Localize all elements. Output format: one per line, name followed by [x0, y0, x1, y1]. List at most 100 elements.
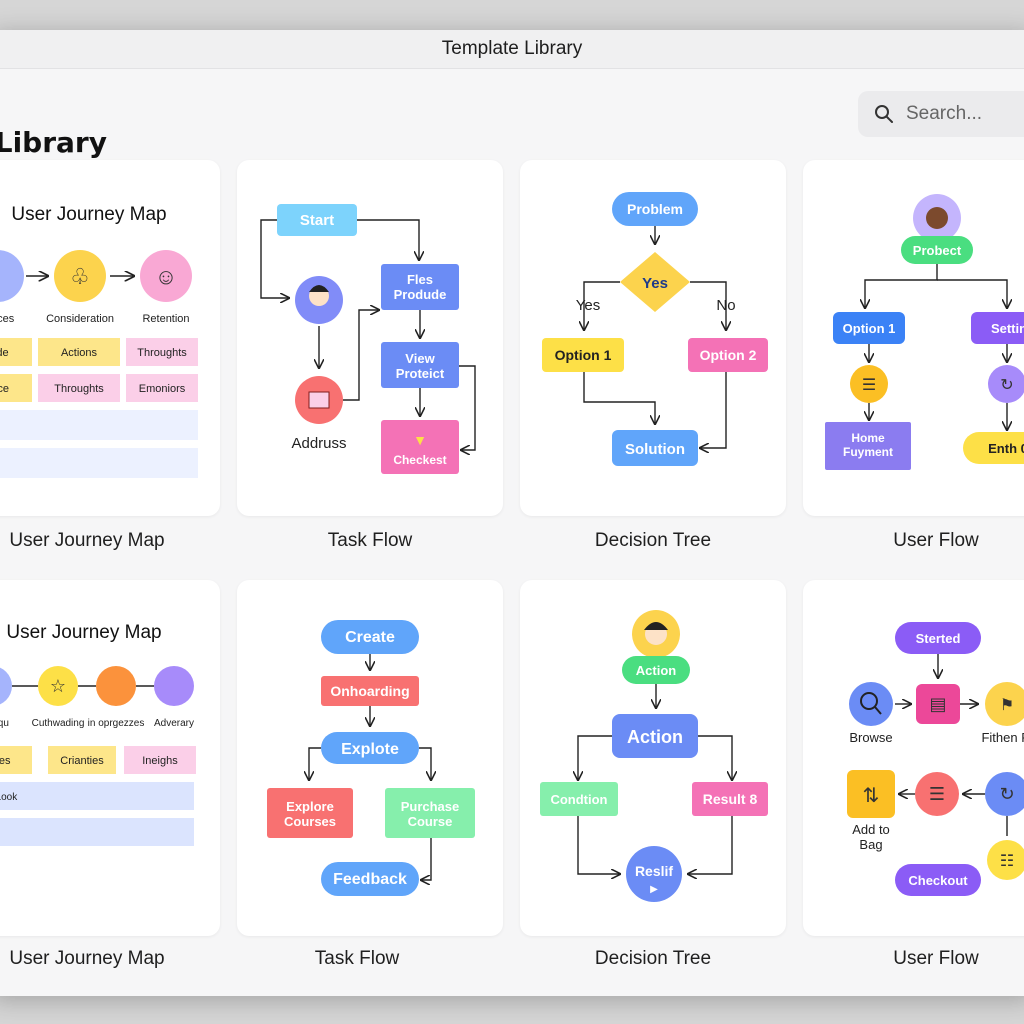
flow-node: Settin: [991, 321, 1024, 336]
card-caption[interactable]: Decision Tree: [594, 948, 712, 969]
flow-node: Checkest: [393, 453, 446, 467]
search-input[interactable]: [904, 102, 1024, 126]
decision-node: Option 1: [555, 347, 612, 363]
card-caption[interactable]: User Journey Map: [9, 530, 165, 551]
card-caption[interactable]: User Flow: [893, 530, 979, 551]
flow-node: Probect: [913, 243, 962, 258]
checklist-icon: [987, 840, 1024, 880]
decision-node: Reslif: [635, 863, 673, 879]
cup-icon: [850, 365, 888, 403]
row-label: Nomer Look: [0, 792, 18, 803]
card-title: User Journey Map: [11, 204, 166, 225]
sort-icon: ⇅: [863, 785, 880, 807]
stage-circle: [38, 666, 78, 706]
flow-node: Checkout: [908, 873, 968, 888]
flow-node: Start: [300, 212, 334, 229]
app-window: Template Library e Library User Journey …: [0, 30, 1024, 996]
flow-node: Feedback: [333, 871, 407, 888]
flow-node: Onhoarding: [330, 683, 409, 699]
tag: Throughts: [54, 383, 104, 395]
tag: epace: [0, 383, 9, 395]
tag: Throughts: [137, 347, 187, 359]
stage-label: Adverary: [154, 718, 194, 729]
card-caption[interactable]: Task Flow: [327, 530, 413, 551]
search-icon: [875, 105, 893, 123]
flow-node: Enth 0: [988, 441, 1024, 456]
card-title: User Journey Map: [6, 622, 161, 643]
stage-label: Consideration: [46, 313, 114, 325]
decision-node: Problem: [627, 201, 683, 217]
decision-node: Action: [636, 663, 677, 678]
stage-label: Retention: [142, 313, 189, 325]
card-caption[interactable]: User Flow: [893, 948, 979, 969]
journey-map-diagram: User Journey Map ☆ Aqu Cuthwading in opr…: [0, 622, 196, 846]
svg-text:☷: ☷: [1000, 853, 1014, 870]
svg-text:↻: ↻: [1000, 377, 1013, 394]
play-icon: ▶: [650, 884, 658, 895]
stage-label: Aqu: [0, 718, 9, 729]
node-label: Browse: [849, 730, 892, 745]
flow-node: Sterted: [916, 631, 961, 646]
page-title: e Library: [0, 126, 107, 159]
tag: Crianties: [60, 755, 104, 767]
star-icon: ☆: [50, 676, 66, 696]
stage-circle: [154, 666, 194, 706]
decision-node: Option 2: [700, 347, 757, 363]
search-icon: [849, 682, 893, 726]
stage-circle: [0, 250, 24, 302]
search-box[interactable]: [858, 91, 1024, 137]
template-card-user-journey-map[interactable]: User Journey Map ♧ ☺ tences Consideratio…: [0, 160, 220, 516]
decision-node: Yes: [642, 275, 668, 292]
template-card-user-flow[interactable]: Sterted ▤ ⚑ Browse Fithen Projecti ⇅ ☰ ↻…: [803, 580, 1024, 936]
mushroom-icon: ♧: [70, 264, 90, 289]
tag: Emoniors: [139, 383, 186, 395]
flow-node: Option 1: [843, 321, 896, 336]
svg-text:↻: ↻: [999, 784, 1014, 804]
stage-label: Cuthwading: [32, 718, 85, 729]
tag: opilde: [0, 347, 9, 359]
tag: rsupes: [0, 755, 11, 767]
card-caption[interactable]: Decision Tree: [594, 530, 712, 551]
template-card-decision-tree[interactable]: Problem Yes Yes No Option 1 Option 2 Sol…: [520, 160, 786, 516]
node-label: Fithen Projecti: [981, 730, 1024, 745]
svg-text:☰: ☰: [862, 377, 876, 394]
tag: Ineighs: [142, 755, 178, 767]
refresh-icon: [988, 365, 1024, 403]
menu-icon: [915, 772, 959, 816]
card-caption[interactable]: Task Flow: [314, 948, 400, 969]
stage-circle: [140, 250, 192, 302]
journey-map-diagram: User Journey Map ♧ ☺ tences Consideratio…: [0, 204, 198, 478]
flow-node: Explote: [341, 741, 399, 758]
smiley-icon: ☺: [155, 264, 177, 289]
svg-text:⚑: ⚑: [1000, 697, 1014, 714]
list-icon: ▤: [929, 694, 946, 714]
branch-label: No: [716, 297, 735, 314]
template-card-user-journey-map[interactable]: User Journey Map ☆ Aqu Cuthwading in opr…: [0, 580, 220, 936]
stage-circle: [96, 666, 136, 706]
window-title: Template Library: [0, 30, 1024, 69]
decision-tree-diagram: Action Action Condtion Result 8 Reslif ▶: [540, 610, 768, 902]
template-card-decision-tree[interactable]: Action Action Condtion Result 8 Reslif ▶: [520, 580, 786, 936]
flow-node: Create: [345, 629, 395, 646]
branch-label: Yes: [576, 297, 600, 314]
stage-label: tences: [0, 313, 15, 325]
funnel-icon: ▼: [413, 432, 427, 448]
stage-circle: [54, 250, 106, 302]
tag: Actions: [61, 347, 98, 359]
user-flow-diagram: Sterted ▤ ⚑ Browse Fithen Projecti ⇅ ☰ ↻…: [847, 622, 1024, 896]
svg-text:☰: ☰: [929, 784, 945, 804]
card-caption[interactable]: User Journey Map: [9, 948, 165, 969]
decision-node: Result 8: [703, 791, 758, 807]
stage-circle: [0, 667, 12, 705]
